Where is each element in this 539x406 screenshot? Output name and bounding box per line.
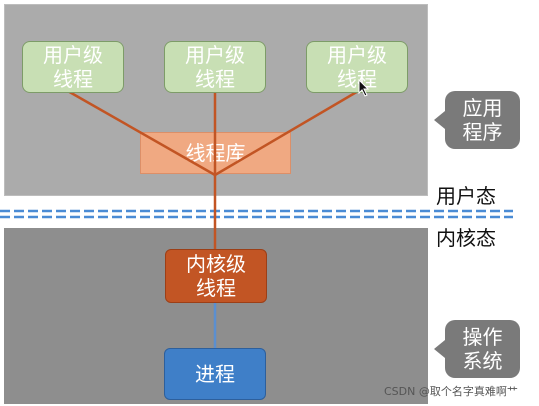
kernel-thread-box: 内核级 线程 xyxy=(165,249,267,303)
connector-user-thread-3 xyxy=(214,88,361,177)
user-thread-label-line1: 用户级 xyxy=(43,43,103,67)
user-mode-label: 用户态 xyxy=(436,184,496,208)
application-badge: 应用 程序 xyxy=(434,91,520,149)
watermark-text: CSDN @取个名字真难啊艹 xyxy=(384,385,518,398)
user-thread-label-line2: 线程 xyxy=(337,67,377,91)
os-badge: 操作 系统 xyxy=(434,320,520,378)
application-badge-line2: 程序 xyxy=(462,120,503,144)
os-badge-line1: 操作 xyxy=(462,325,503,349)
kernel-mode-label: 内核态 xyxy=(436,226,496,250)
user-thread-box-1: 用户级 线程 xyxy=(22,41,124,93)
kernel-thread-label-line1: 内核级 xyxy=(186,252,246,276)
user-thread-label-line1: 用户级 xyxy=(327,43,387,67)
mouse-pointer-icon xyxy=(358,79,370,97)
os-badge-line2: 系统 xyxy=(462,349,503,373)
process-label: 进程 xyxy=(195,362,235,386)
kernel-thread-label-line2: 线程 xyxy=(196,276,236,300)
application-badge-line1: 应用 xyxy=(462,96,503,120)
connector-user-thread-1 xyxy=(65,88,216,177)
user-thread-box-3: 用户级 线程 xyxy=(306,41,408,93)
user-thread-label-line2: 线程 xyxy=(53,67,93,91)
user-thread-label-line1: 用户级 xyxy=(185,43,245,67)
user-thread-label-line2: 线程 xyxy=(195,67,235,91)
process-box: 进程 xyxy=(164,348,266,400)
user-thread-box-2: 用户级 线程 xyxy=(164,41,266,93)
